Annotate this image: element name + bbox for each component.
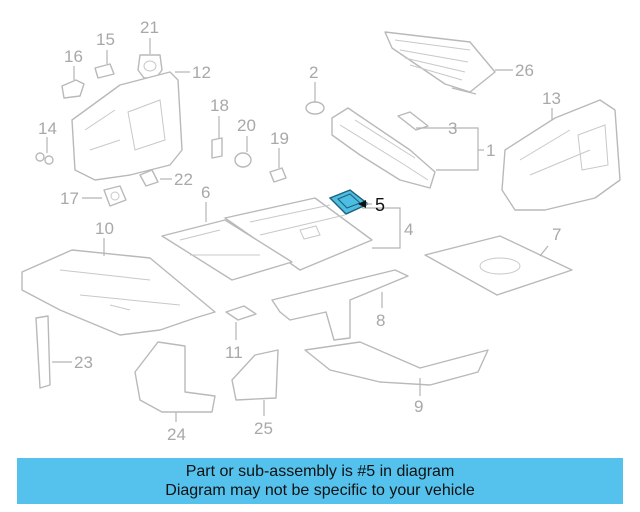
banner-line-1: Part or sub-assembly is #5 in diagram	[185, 463, 455, 480]
part-1-rear-panel-trim[interactable]	[331, 107, 436, 189]
part-15-clip[interactable]	[94, 63, 115, 79]
callout-4[interactable]: 4	[404, 220, 413, 239]
part-2-plug[interactable]	[305, 101, 325, 115]
part-19-grommet[interactable]	[269, 167, 287, 183]
callout-23[interactable]: 23	[74, 353, 93, 372]
leader-4	[362, 207, 401, 249]
part-17-anchor[interactable]	[103, 185, 127, 207]
part-7-trunk-mat[interactable]	[424, 235, 573, 296]
callout-21[interactable]: 21	[140, 18, 159, 37]
part-8-cross-member[interactable]	[271, 269, 409, 341]
part-18-hook[interactable]	[211, 137, 223, 159]
callout-13[interactable]: 13	[542, 89, 561, 108]
callout-19[interactable]: 19	[270, 129, 289, 148]
part-12-quarter-trim-left[interactable]	[71, 71, 183, 181]
callout-24[interactable]: 24	[167, 425, 186, 444]
part-10-floor-carpet[interactable]	[21, 249, 216, 336]
callout-5[interactable]: 5	[375, 195, 385, 215]
part-16-bracket[interactable]	[61, 79, 85, 99]
leader-1	[416, 127, 479, 171]
callout-2[interactable]: 2	[309, 63, 318, 82]
callout-7[interactable]: 7	[552, 225, 561, 244]
part-9-sill-plate[interactable]	[304, 341, 489, 386]
callout-26[interactable]: 26	[515, 61, 534, 80]
callout-11[interactable]: 11	[225, 343, 243, 362]
part-23-pillar-trim[interactable]	[35, 315, 51, 389]
info-banner: Part or sub-assembly is #5 in diagram Di…	[17, 458, 623, 504]
callout-16[interactable]: 16	[64, 47, 83, 66]
callout-14[interactable]: 14	[38, 119, 57, 138]
callout-9[interactable]: 9	[414, 397, 423, 416]
callout-1[interactable]: 1	[486, 141, 495, 160]
parts-diagram: 26 21 15 16 12 14 17 18	[21, 18, 621, 444]
part-13-quarter-trim-right[interactable]	[501, 99, 621, 211]
callout-3[interactable]: 3	[448, 119, 457, 138]
callout-17[interactable]: 17	[60, 189, 79, 208]
leader-7	[539, 245, 549, 257]
part-6-floor-panel[interactable]	[161, 219, 293, 281]
banner-line-2: Diagram may not be specific to your vehi…	[165, 482, 475, 499]
part-25-corner-trim[interactable]	[231, 349, 279, 401]
part-24-corner-trim[interactable]	[134, 341, 216, 413]
part-26-cargo-cover[interactable]	[384, 31, 496, 95]
callout-25[interactable]: 25	[254, 419, 273, 438]
callout-6[interactable]: 6	[201, 183, 210, 202]
callout-20[interactable]: 20	[237, 116, 256, 135]
part-22-bezel[interactable]	[139, 169, 159, 187]
callout-18[interactable]: 18	[210, 96, 229, 115]
callout-10[interactable]: 10	[95, 219, 114, 238]
part-20-cap[interactable]	[234, 152, 252, 168]
callout-15[interactable]: 15	[96, 30, 115, 49]
part-14-clip[interactable]	[35, 152, 54, 165]
callout-22[interactable]: 22	[174, 170, 193, 189]
callout-12[interactable]: 12	[192, 63, 211, 82]
callout-8[interactable]: 8	[376, 311, 385, 330]
part-11-bracket[interactable]	[225, 305, 257, 321]
leader-5-arrow	[358, 200, 366, 208]
